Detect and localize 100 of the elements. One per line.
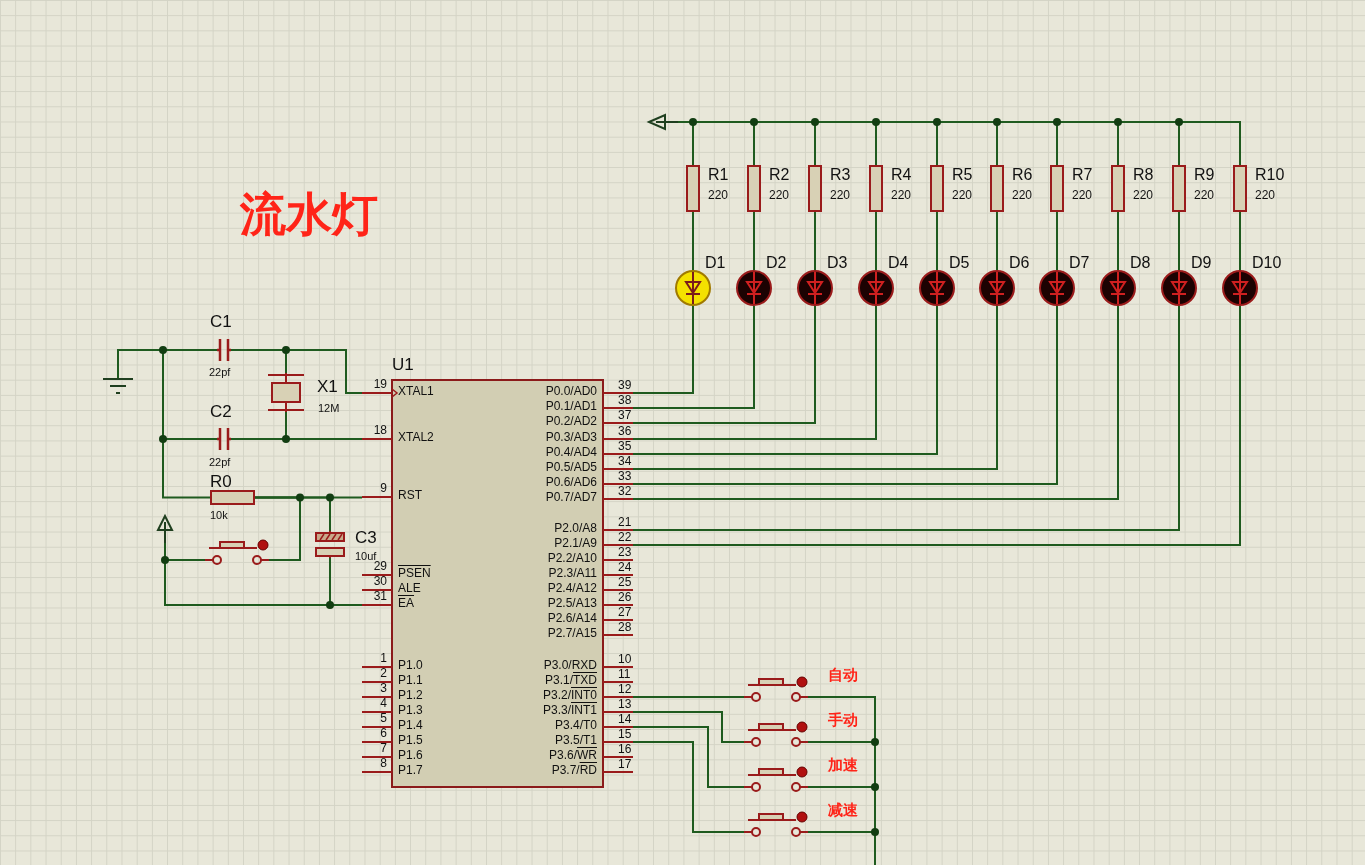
component-label: 220 — [1255, 189, 1276, 203]
pin-name: P1.4 — [398, 719, 423, 733]
pin-name: ALE — [398, 582, 421, 596]
capacitor-symbol — [217, 339, 231, 361]
component-label: D5 — [949, 254, 970, 273]
push-button-symbol — [744, 765, 808, 793]
resistor-symbol — [210, 490, 255, 505]
pin-name: P1.5 — [398, 734, 423, 748]
pin-number: 8 — [380, 757, 387, 771]
component-label: R0 — [210, 472, 232, 492]
wire — [996, 211, 998, 271]
wire — [936, 211, 938, 271]
capacitor-symbol — [315, 531, 345, 558]
crystal-symbol — [268, 373, 304, 412]
wire — [1056, 211, 1058, 271]
component-label: 220 — [952, 189, 973, 203]
pin-name: P1.0 — [398, 659, 423, 673]
component-label: R3 — [830, 166, 851, 185]
component-label: R9 — [1194, 166, 1215, 185]
pin-name: P0.3/AD3 — [545, 431, 597, 445]
pin-name: P0.0/AD0 — [545, 385, 597, 399]
component-label: D8 — [1130, 254, 1151, 273]
wire — [164, 542, 363, 606]
wire — [632, 305, 1058, 485]
component-label: 220 — [830, 189, 851, 203]
resistor-symbol — [869, 165, 883, 212]
wire — [1117, 211, 1119, 271]
pin-number: 7 — [380, 742, 387, 756]
wire — [632, 305, 877, 440]
component-label: R6 — [1012, 166, 1033, 185]
pin-name: P3.5/T1 — [554, 734, 597, 748]
pin-name: P2.2/A10 — [547, 552, 597, 566]
wire — [632, 305, 938, 455]
component-label: D2 — [766, 254, 787, 273]
pin-number: 16 — [618, 743, 632, 757]
wire — [753, 211, 755, 271]
component-label: D4 — [888, 254, 909, 273]
led-symbol — [1100, 270, 1136, 306]
component-label: 减速 — [828, 801, 858, 819]
wire — [632, 741, 745, 833]
pin-name: EA — [398, 597, 414, 611]
pin-number: 22 — [618, 531, 632, 545]
wire — [632, 305, 1119, 500]
pin-number: 30 — [373, 575, 387, 589]
component-label: D10 — [1252, 254, 1282, 273]
pin-name: P3.3/INT1 — [542, 704, 597, 718]
title: 流水灯 — [240, 188, 378, 241]
pin-name: PSEN — [398, 567, 431, 581]
pin-name: P2.0/A8 — [554, 522, 597, 536]
pin-number: 6 — [380, 727, 387, 741]
pin-name: P1.1 — [398, 674, 423, 688]
led-symbol — [858, 270, 894, 306]
component-label: 22pf — [209, 366, 231, 379]
push-button-symbol — [744, 720, 808, 748]
pin-name: XTAL2 — [398, 431, 434, 445]
led-symbol — [1161, 270, 1197, 306]
led-symbol — [1039, 270, 1075, 306]
component-label: 220 — [891, 189, 912, 203]
led-symbol — [675, 270, 711, 306]
pin-name: P1.7 — [398, 764, 423, 778]
component-label: R10 — [1255, 166, 1285, 185]
resistor-symbol — [1050, 165, 1064, 212]
pin-name: P2.1/A9 — [554, 537, 597, 551]
pin-number: 9 — [380, 482, 387, 496]
pin-name: P0.7/AD7 — [545, 491, 597, 505]
resistor-symbol — [808, 165, 822, 212]
pin-name: P0.5/AD5 — [545, 461, 597, 475]
pin-number: 5 — [380, 712, 387, 726]
pin-name: P3.6/WR — [548, 749, 597, 763]
pin-number: 35 — [618, 440, 632, 454]
component-label: D9 — [1191, 254, 1212, 273]
component-label: 220 — [769, 189, 790, 203]
pin-number: 25 — [618, 576, 632, 590]
resistor-symbol — [1111, 165, 1125, 212]
led-symbol — [919, 270, 955, 306]
resistor-symbol — [930, 165, 944, 212]
pin-number: 26 — [618, 591, 632, 605]
wire — [632, 711, 745, 743]
pin-number: 4 — [380, 697, 387, 711]
pin-number: 18 — [373, 424, 387, 438]
pin-number: 19 — [373, 378, 387, 392]
component-label: R8 — [1133, 166, 1154, 185]
wire — [1239, 211, 1241, 271]
wire — [814, 211, 816, 271]
wire — [632, 305, 1241, 546]
pin-number: 21 — [618, 516, 632, 530]
push-button-symbol — [744, 675, 808, 703]
resistor-symbol — [1172, 165, 1186, 212]
component-label: 手动 — [828, 711, 858, 729]
component-label: R4 — [891, 166, 912, 185]
pin-number: 10 — [618, 653, 632, 667]
component-label: 加速 — [828, 756, 858, 774]
component-label: 220 — [1194, 189, 1215, 203]
push-button-symbol — [744, 810, 808, 838]
component-label: D1 — [705, 254, 726, 273]
led-symbol — [797, 270, 833, 306]
component-label: R2 — [769, 166, 790, 185]
component-label: 220 — [708, 189, 729, 203]
component-label: U1 — [392, 355, 414, 375]
capacitor-symbol — [217, 428, 231, 450]
